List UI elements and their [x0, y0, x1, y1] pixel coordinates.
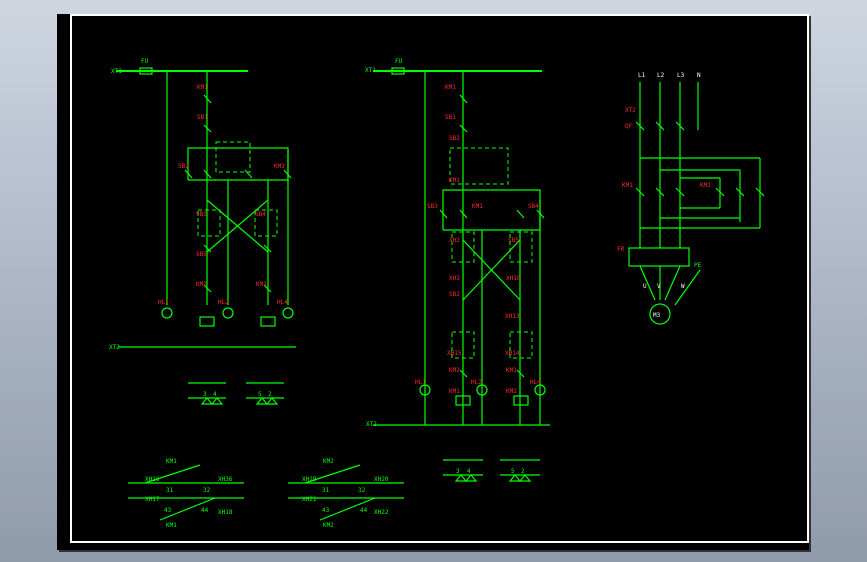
svg-text:SB1: SB1 — [197, 114, 208, 121]
svg-text:44: 44 — [201, 507, 209, 514]
svg-text:KM2: KM2 — [323, 522, 334, 529]
motor-circuit: L1 L2 L3 N XT2 QF KM1 KM2 FR PE — [617, 72, 765, 325]
svg-text:W: W — [681, 283, 685, 290]
svg-text:2: 2 — [521, 468, 525, 475]
svg-text:KM1: KM1 — [197, 84, 208, 91]
svg-text:32: 32 — [203, 487, 211, 494]
svg-text:KM1: KM1 — [449, 177, 460, 184]
svg-text:SB4: SB4 — [255, 211, 266, 218]
svg-text:M3: M3 — [653, 312, 661, 319]
svg-text:31: 31 — [166, 487, 174, 494]
cross-connection-2: KM2 XH19 XH20 31 32 XH21 XH22 43 44 KM2 — [288, 458, 404, 529]
svg-text:KM2: KM2 — [506, 388, 517, 395]
svg-text:SB1: SB1 — [445, 114, 456, 121]
svg-text:N: N — [697, 72, 701, 79]
svg-text:XH17: XH17 — [145, 496, 160, 503]
svg-text:KM1: KM1 — [256, 281, 267, 288]
svg-text:XH22: XH22 — [374, 509, 389, 516]
left-circuit: XT1 FU XT2 KM1 SB1 — [109, 58, 296, 405]
svg-text:KM1: KM1 — [449, 388, 460, 395]
svg-text:KM1: KM1 — [506, 367, 517, 374]
svg-text:3: 3 — [456, 468, 460, 475]
svg-text:KM2: KM2 — [700, 182, 711, 189]
svg-text:HL2: HL2 — [471, 379, 482, 386]
svg-text:XH15: XH15 — [447, 350, 462, 357]
svg-text:43: 43 — [164, 507, 172, 514]
svg-text:XH13: XH13 — [505, 313, 520, 320]
left-fuse-label: FU — [141, 58, 149, 65]
svg-text:KM1: KM1 — [472, 203, 483, 210]
svg-text:5: 5 — [258, 391, 262, 398]
svg-text:XH21: XH21 — [302, 496, 317, 503]
svg-text:XH14: XH14 — [505, 350, 520, 357]
svg-text:4: 4 — [213, 391, 217, 398]
svg-text:32: 32 — [358, 487, 366, 494]
svg-text:HL4: HL4 — [530, 379, 541, 386]
svg-text:KM3: KM3 — [274, 163, 285, 170]
svg-text:31: 31 — [322, 487, 330, 494]
svg-text:KM1: KM1 — [622, 182, 633, 189]
svg-text:V: V — [657, 283, 661, 290]
left-bottom-label: XT2 — [109, 344, 120, 351]
svg-text:SB2: SB2 — [178, 163, 189, 170]
middle-supply-label: XT1 — [365, 67, 376, 74]
svg-text:KM2: KM2 — [449, 367, 460, 374]
svg-text:XH16: XH16 — [145, 476, 160, 483]
middle-circuit: XT1 FU XT2 KM1 SB1 SB2 KM1 SB3 — [365, 58, 550, 482]
drawing-sheet — [57, 14, 809, 550]
svg-text:XH18: XH18 — [506, 275, 521, 282]
svg-text:HL1: HL1 — [415, 379, 426, 386]
middle-bottom-label: XT2 — [366, 421, 377, 428]
svg-text:KM2: KM2 — [196, 281, 207, 288]
svg-text:XH20: XH20 — [374, 476, 389, 483]
middle-fuse-label: FU — [395, 58, 403, 65]
svg-text:KM1: KM1 — [445, 84, 456, 91]
svg-text:XT2: XT2 — [625, 107, 636, 114]
svg-text:SB2: SB2 — [449, 291, 460, 298]
svg-text:U: U — [643, 283, 647, 290]
svg-text:KM2: KM2 — [323, 458, 334, 465]
svg-text:5: 5 — [511, 468, 515, 475]
svg-text:SB3: SB3 — [196, 211, 207, 218]
svg-text:44: 44 — [360, 507, 368, 514]
left-supply-label: XT1 — [111, 68, 122, 75]
svg-text:QF: QF — [625, 123, 633, 130]
svg-text:XH2: XH2 — [449, 237, 460, 244]
cross-connection-1: KM1 XH16 XH36 31 32 XH17 XH18 43 44 KM1 — [128, 458, 244, 529]
svg-text:XH36: XH36 — [218, 476, 233, 483]
svg-text:PE: PE — [694, 262, 702, 269]
svg-text:SB5: SB5 — [508, 237, 519, 244]
svg-text:L3: L3 — [677, 72, 685, 79]
svg-text:SB4: SB4 — [528, 203, 539, 210]
svg-text:HL4: HL4 — [277, 299, 288, 306]
svg-text:L1: L1 — [638, 72, 646, 79]
svg-text:HL1: HL1 — [158, 299, 169, 306]
svg-text:3: 3 — [203, 391, 207, 398]
svg-text:KM1: KM1 — [166, 522, 177, 529]
svg-text:2: 2 — [268, 391, 272, 398]
svg-text:4: 4 — [467, 468, 471, 475]
svg-text:XH18: XH18 — [218, 509, 233, 516]
svg-text:FR: FR — [617, 246, 625, 253]
svg-text:HL2: HL2 — [218, 299, 229, 306]
svg-text:SB3: SB3 — [427, 203, 438, 210]
svg-text:SB5: SB5 — [196, 251, 207, 258]
drawing-frame — [70, 14, 809, 543]
svg-text:SB2: SB2 — [449, 135, 460, 142]
svg-text:KM1: KM1 — [166, 458, 177, 465]
svg-text:XH19: XH19 — [302, 476, 317, 483]
svg-text:43: 43 — [322, 507, 330, 514]
svg-text:L2: L2 — [657, 72, 665, 79]
svg-text:XH3: XH3 — [449, 275, 460, 282]
